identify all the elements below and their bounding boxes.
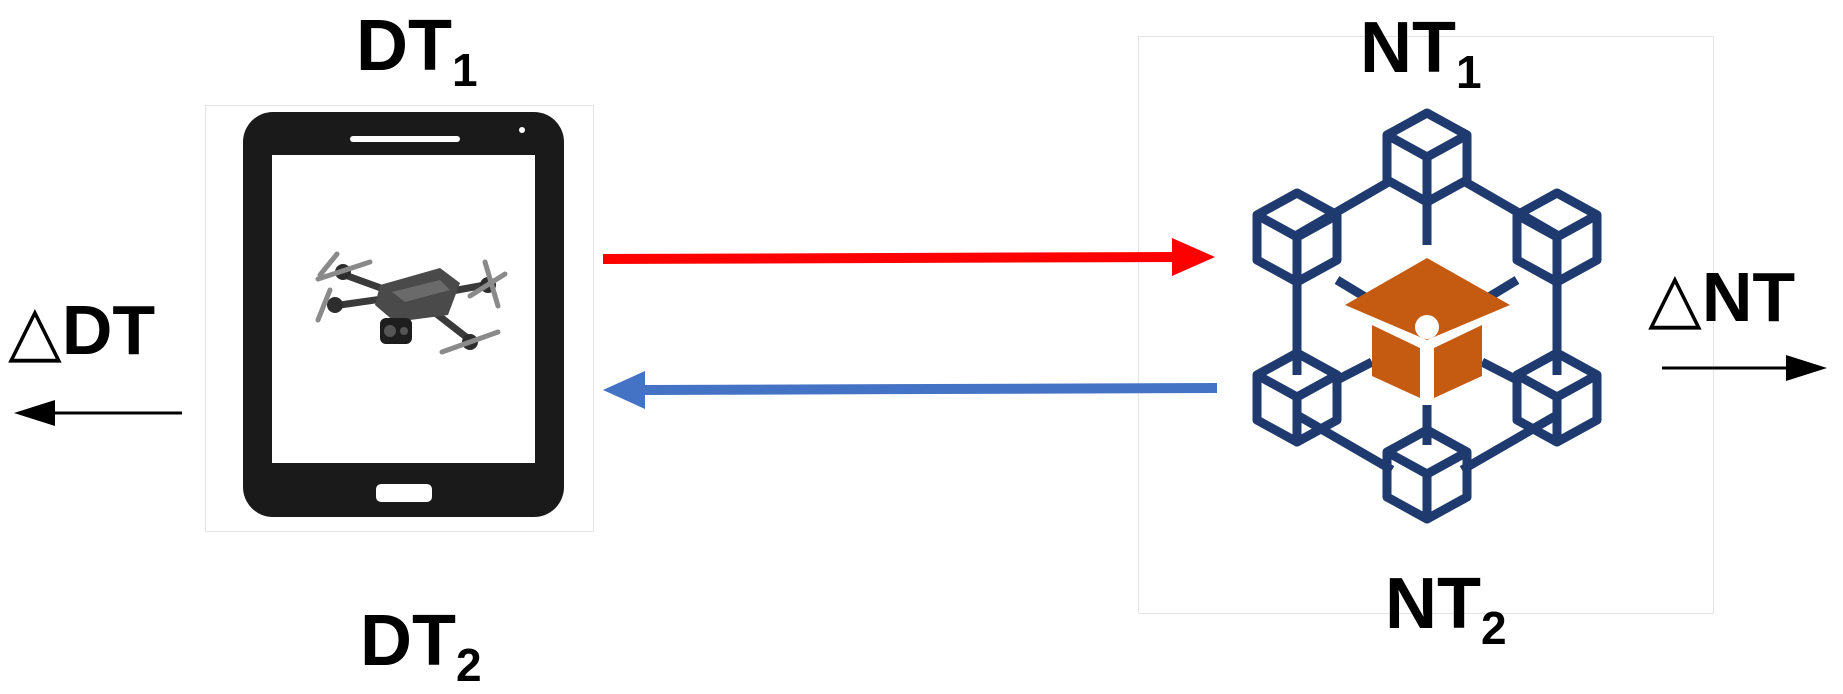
drone-icon xyxy=(315,251,508,355)
delta-dt-text: DT xyxy=(61,291,156,369)
nt2-label-main: NT xyxy=(1385,564,1481,644)
forward-arrow xyxy=(602,238,1215,276)
nt2-label: NT2 xyxy=(1385,568,1507,651)
cube-top xyxy=(1382,108,1472,207)
backward-arrow xyxy=(603,371,1218,409)
delta-nt-label: △NT xyxy=(1648,262,1795,332)
delta-nt-arrow xyxy=(1662,355,1827,381)
delta-dt-arrow xyxy=(14,400,182,426)
blockchain-network-icon xyxy=(1252,108,1602,524)
delta-dt-label: △DT xyxy=(8,295,155,365)
delta-nt-text: NT xyxy=(1701,258,1796,336)
nt1-label-main: NT xyxy=(1360,8,1456,88)
cube-upper-right xyxy=(1512,188,1602,287)
nt2-label-sub: 2 xyxy=(1480,602,1507,655)
dt2-label-sub: 2 xyxy=(455,639,482,692)
dt1-label-sub: 1 xyxy=(451,44,478,97)
dt1-label: DT1 xyxy=(356,10,478,93)
nt1-label-sub: 1 xyxy=(1455,46,1482,99)
delta-nt-symbol: △ xyxy=(1648,258,1702,336)
dt2-label-main: DT xyxy=(360,601,456,681)
dt2-label: DT2 xyxy=(360,605,482,688)
cube-lower-right xyxy=(1512,348,1602,447)
cube-lower-left xyxy=(1252,348,1342,447)
dt1-label-main: DT xyxy=(356,6,452,86)
nt1-label: NT1 xyxy=(1360,12,1482,95)
delta-dt-symbol: △ xyxy=(8,291,62,369)
cube-upper-left xyxy=(1252,188,1342,287)
cube-bottom xyxy=(1382,425,1472,524)
graduation-cap-icon xyxy=(1345,258,1510,398)
